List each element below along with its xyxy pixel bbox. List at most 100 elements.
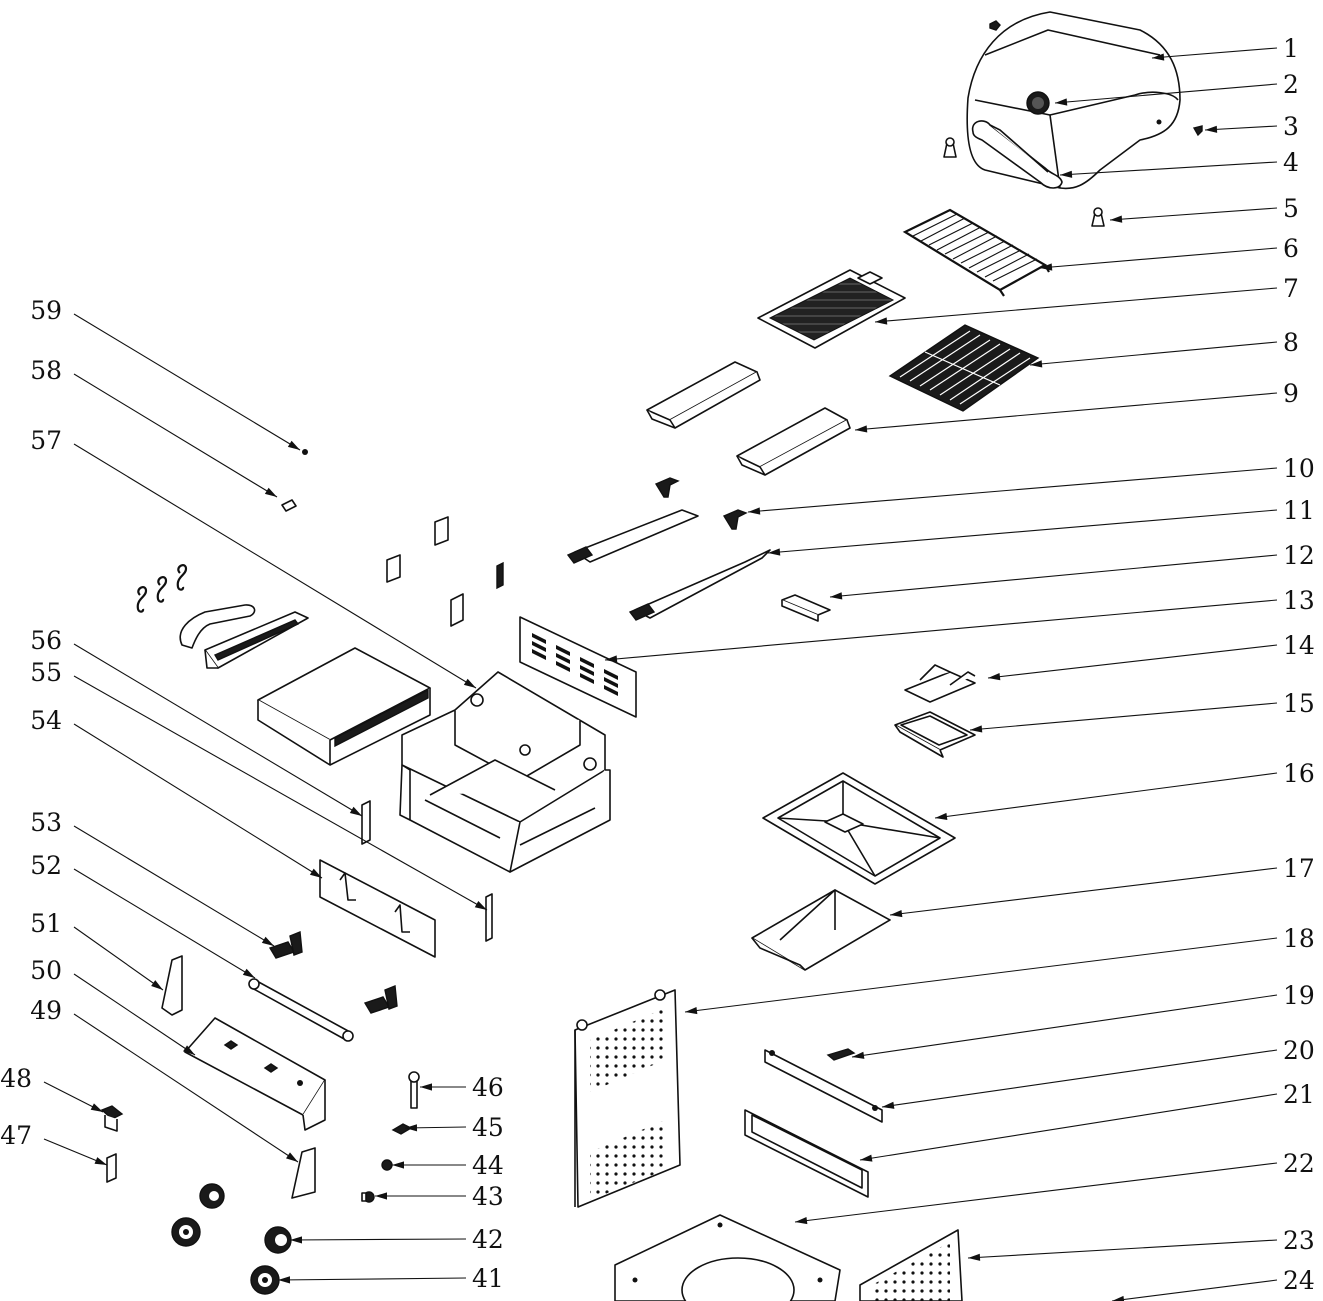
leader-arrowhead [261,936,274,946]
leader-arrowhead [890,909,903,918]
leader-line-56 [73,643,363,817]
callout-number-50: 50 [30,956,62,985]
leader-arrowhead [286,1152,298,1162]
leader-arrowhead [685,1006,698,1015]
callout-number-54: 54 [30,706,62,735]
leader-arrowhead [474,900,487,910]
callout-number-16: 16 [1283,759,1315,788]
callout-number-24: 24 [1283,1266,1315,1295]
callout-number-57: 57 [30,426,62,455]
leader-line-23 [967,1239,1278,1259]
leader-line-9 [854,392,1278,431]
leader-line-55 [73,675,488,911]
part-grease-holder [904,664,976,703]
callout-number-5: 5 [1283,194,1299,223]
leader-arrowhead [988,673,1001,681]
leader-line-5 [1109,207,1278,221]
leader-arrowhead [242,968,255,978]
leader-arrowhead [830,592,843,600]
leader-arrowhead [795,1216,808,1225]
leader-line-4 [1059,161,1278,176]
part-griddle [757,269,906,349]
callout-number-44: 44 [472,1151,504,1180]
part-screw [1192,125,1203,137]
leader-arrowhead [970,725,983,733]
part-heat-shield [751,889,891,971]
part-right-bracket [291,1147,316,1199]
part-left-bracket [161,955,183,1016]
part-control-panel-back [319,859,436,958]
leader-line-8 [1029,341,1278,366]
part-thermometer [1026,91,1050,115]
part-battery-cover [106,1153,117,1183]
leader-arrowhead [1040,263,1053,271]
callout-number-3: 3 [1283,112,1299,141]
leader-arrowhead [1030,360,1043,368]
leader-arrowhead [463,678,476,688]
leader-line-21 [859,1093,1278,1161]
callout-number-51: 51 [30,909,62,938]
part-front-rail [764,1049,883,1123]
callout-number-17: 17 [1283,854,1315,883]
leader-line-15 [969,702,1278,731]
leader-line-1 [1151,47,1278,59]
callout-number-52: 52 [30,851,62,880]
part-small-brackets [361,516,504,942]
leader-line-3 [1204,125,1278,131]
part-bumper [943,137,1105,227]
leader-arrowhead [768,548,781,556]
leader-line-50 [73,973,196,1056]
callout-number-9: 9 [1283,379,1299,408]
part-cart-side-panel [574,989,681,1208]
leader-arrowhead [855,425,868,433]
part-screws-small [281,449,308,512]
part-control-panel [184,1017,326,1131]
part-lid [966,11,1181,190]
callout-number-19: 19 [1283,981,1315,1010]
callout-number-13: 13 [1283,586,1315,615]
callout-number-11: 11 [1283,496,1315,525]
part-side-shelf-frame [204,611,309,669]
callout-number-22: 22 [1283,1149,1315,1178]
part-valves [268,931,398,1014]
leader-line-12 [829,554,1278,598]
leader-line-53 [73,825,275,947]
callout-number-48: 48 [0,1064,32,1093]
leader-line-17 [889,867,1278,916]
leader-arrowhead [309,868,322,878]
part-firebox [399,671,611,873]
leader-arrowhead [605,655,618,663]
callout-number-49: 49 [30,996,62,1025]
leader-line-58 [73,373,278,498]
leader-line-22 [794,1162,1278,1223]
leader-arrowhead [392,1161,404,1169]
leader-arrowhead [1112,1295,1125,1301]
part-lid-handle [971,120,1063,189]
leader-line-49 [73,1013,299,1163]
part-side-shelf [257,647,431,766]
leader-line-14 [987,644,1278,679]
callout-number-43: 43 [472,1182,504,1211]
leader-line-41 [277,1277,467,1281]
leader-arrowhead [290,1236,303,1244]
leader-arrowhead [748,507,761,515]
part-manifold [248,978,354,1042]
leader-line-59 [73,313,301,451]
callout-number-15: 15 [1283,689,1315,718]
callout-number-2: 2 [1283,70,1299,99]
part-grease-cup [894,711,976,758]
callout-number-8: 8 [1283,328,1299,357]
part-casters [171,1183,292,1295]
callout-number-10: 10 [1283,454,1315,483]
part-back-panel [519,616,637,718]
part-cart-side-panel-right [859,1229,963,1301]
callout-number-45: 45 [472,1113,504,1142]
leader-line-52 [73,868,256,979]
leader-arrowhead [151,980,163,990]
part-ignitor-rail [781,594,831,622]
leader-arrowhead [860,1154,873,1162]
part-hardware [361,1071,420,1203]
leader-line-51 [73,926,164,991]
leader-line-10 [747,467,1278,513]
callout-number-4: 4 [1283,148,1299,177]
